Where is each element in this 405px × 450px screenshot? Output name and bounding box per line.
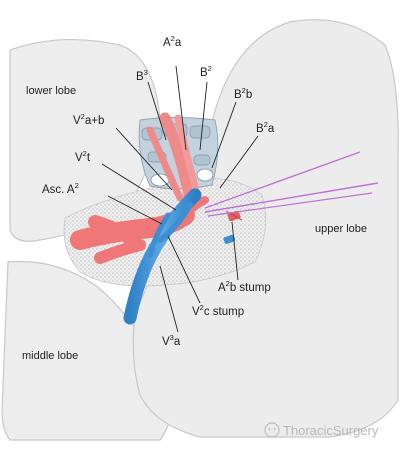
label-a2a: A2a [163,34,182,49]
suture-threads [204,151,379,217]
middle-lobe-label: middle lobe [22,350,78,362]
leader-lines [101,65,259,333]
label-v2c-stump: V2c stump [192,303,244,318]
wechat-icon [264,422,280,438]
label-b2: B2 [200,64,212,79]
label-b2a: B2a [256,120,275,135]
label-asc-a2: Asc. A2 [42,181,79,196]
pulmonary-vein [123,188,236,325]
watermark: ThoracicSurgery [264,422,379,438]
label-b3: B3 [136,68,148,83]
label-v3a: V3a [162,333,181,348]
upper-lobe-label: upper lobe [315,223,367,235]
watermark-text: ThoracicSurgery [283,423,379,438]
label-b2b: B2b [234,86,252,101]
label-v2t: V2t [75,149,91,164]
label-a2b-stump: A2b stump [218,279,271,294]
lower-lobe-label: lower lobe [26,85,76,97]
label-v2ab: V2a+b [73,112,104,127]
